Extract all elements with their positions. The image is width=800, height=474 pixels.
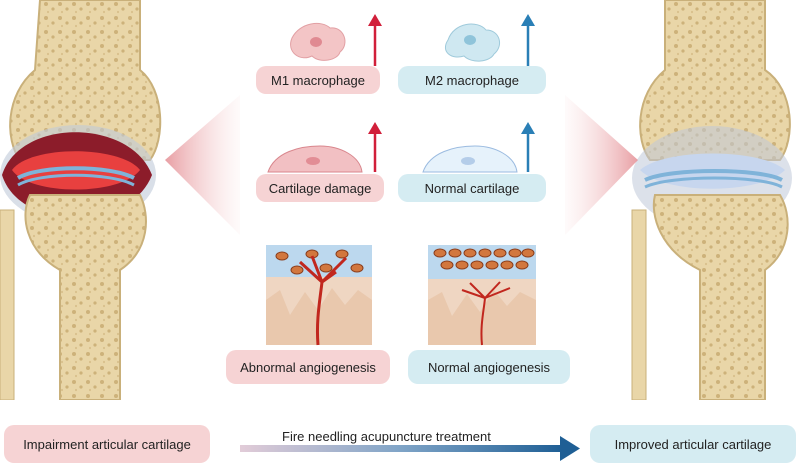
impairment-label: Impairment articular cartilage	[4, 425, 210, 463]
right-zoom-fan	[565, 95, 638, 235]
normal-cartilage-increase-arrow-icon	[521, 122, 535, 172]
normal-chondrocyte-icon	[422, 145, 518, 173]
cartilage-damage-increase-arrow-icon	[368, 122, 382, 172]
improved-knee-illustration	[631, 0, 792, 400]
normal-angiogenesis-illustration	[428, 245, 536, 346]
cartilage-damage-label: Cartilage damage	[256, 174, 384, 202]
m1-macrophage-cell-icon	[290, 22, 346, 61]
improved-label: Improved articular cartilage	[590, 425, 796, 463]
damaged-chondrocyte-icon	[267, 145, 363, 173]
treatment-label: Fire needling acupuncture treatment	[282, 429, 491, 444]
abnormal-angiogenesis-label: Abnormal angiogenesis	[226, 350, 390, 384]
m1-increase-arrow-icon	[368, 14, 382, 66]
abnormal-angiogenesis-illustration	[266, 245, 372, 346]
normal-angiogenesis-label: Normal angiogenesis	[408, 350, 570, 384]
damaged-knee-illustration	[0, 0, 162, 400]
normal-cartilage-label: Normal cartilage	[398, 174, 546, 202]
m1-macrophage-label: M1 macrophage	[256, 66, 380, 94]
m2-increase-arrow-icon	[521, 14, 535, 66]
treatment-arrow	[240, 436, 580, 461]
m2-macrophage-cell-icon	[444, 23, 501, 62]
left-zoom-fan	[165, 95, 240, 235]
m2-macrophage-label: M2 macrophage	[398, 66, 546, 94]
